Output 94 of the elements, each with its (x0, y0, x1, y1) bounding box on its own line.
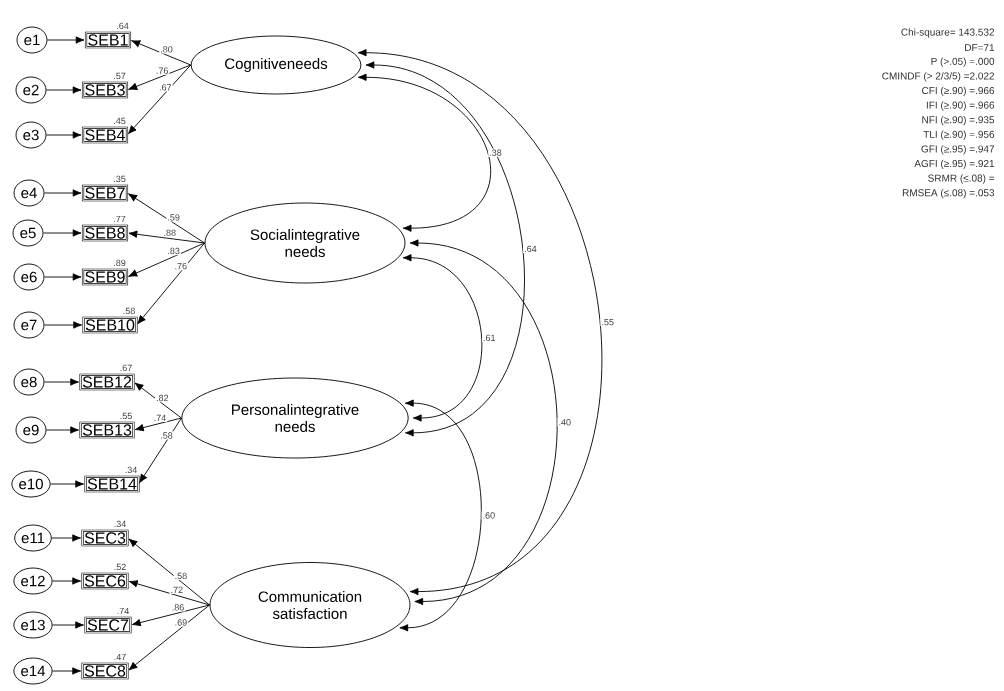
correlation-arrow (357, 49, 602, 596)
loading-arrow (134, 417, 182, 432)
fit-statistic: NFI (≥.90) =.935 (922, 115, 995, 126)
edge-label: .38 (488, 148, 503, 157)
fit-statistic: CMINDF (> 2/3/5) =2.022 (882, 72, 995, 82)
observed-box: SEB1 (84, 31, 132, 49)
loading-arrow (128, 193, 205, 244)
observed-box: SEC8 (81, 662, 129, 680)
correlation-arrow (402, 254, 483, 422)
fit-statistic: IFI (≥.90) =.966 (926, 101, 995, 111)
error-arrow (52, 577, 81, 585)
error-arrow (43, 229, 82, 237)
observed-box: SEB7 (81, 184, 129, 202)
edge-label: .69 (173, 618, 189, 627)
loading-arrow (131, 604, 210, 627)
edge-label: .59 (166, 213, 181, 222)
error-arrow (46, 426, 79, 434)
error-arrow (44, 321, 82, 329)
error-arrow (52, 667, 81, 675)
error-arrow (51, 534, 81, 542)
loading-arrow (131, 40, 192, 66)
r-squared-label: .47 (114, 653, 126, 661)
observed-box: SEC3 (81, 529, 129, 547)
loading-arrow (134, 382, 182, 419)
fit-statistic: SRMR (≤.08) = (928, 174, 995, 184)
observed-box: SEB8 (81, 224, 129, 242)
edge-label: .86 (170, 603, 186, 612)
loading-arrow (139, 417, 182, 483)
loading-arrow (128, 230, 205, 244)
correlation-arrow (409, 239, 558, 606)
correlation-arrow (357, 73, 492, 232)
edge-label: .67 (158, 83, 173, 92)
loading-arrow (128, 64, 192, 135)
observed-box: SEB4 (81, 126, 129, 144)
edge-label: .88 (162, 228, 177, 238)
observed-box: SEB10 (82, 316, 138, 334)
error-arrow (44, 273, 82, 281)
fit-statistic: Chi-square= 143.532 (901, 28, 995, 38)
observed-box: SEB14 (84, 475, 140, 493)
r-squared-label: .34 (125, 466, 137, 474)
edge-label: .55 (600, 318, 615, 327)
fit-statistic: TLI (≥.90) =.956 (923, 130, 995, 140)
fit-statistic: DF=71 (965, 44, 995, 52)
fit-statistic: AGFI (≥.95) =.921 (914, 159, 995, 170)
fit-statistic: RMSEA (≤.08) =.053 (902, 188, 995, 199)
r-squared-label: .74 (117, 607, 129, 615)
r-squared-label: .67 (120, 364, 132, 372)
r-squared-label: .34 (114, 520, 126, 528)
correlation-arrow (399, 399, 482, 632)
fit-statistic: GFI (≥.95) =.947 (921, 145, 995, 155)
edge-label: .76 (173, 261, 189, 271)
observed-box: SEB13 (79, 421, 135, 439)
error-arrow (44, 189, 82, 197)
r-squared-label: .58 (123, 307, 135, 315)
r-squared-label: .57 (114, 72, 126, 80)
loading-arrow (128, 64, 192, 90)
edge-label: .80 (159, 45, 174, 54)
fit-statistic: P (>.05) =.000 (931, 57, 995, 67)
edge-label: .72 (169, 585, 185, 594)
r-squared-label: .52 (114, 563, 126, 571)
edge-label: .64 (523, 244, 538, 254)
r-squared-label: .89 (114, 259, 126, 267)
loading-arrow (128, 242, 205, 277)
observed-box: SEB12 (79, 373, 135, 391)
edge-label: .58 (173, 571, 189, 581)
loading-arrow (128, 580, 210, 606)
error-arrow (44, 378, 79, 386)
loading-arrow (137, 242, 205, 325)
edge-label: .76 (154, 66, 170, 75)
r-squared-label: .64 (117, 22, 129, 30)
error-arrow (47, 36, 85, 44)
observed-box: SEB9 (81, 268, 129, 286)
r-squared-label: .55 (120, 412, 132, 420)
observed-box: SEC7 (84, 616, 132, 634)
edge-label: .60 (481, 511, 497, 520)
edge-label: .61 (482, 333, 497, 343)
edge-label: .82 (155, 393, 170, 403)
correlation-arrow (365, 61, 525, 437)
error-arrow (46, 86, 82, 94)
error-arrow (50, 480, 84, 488)
r-squared-label: .35 (114, 175, 126, 183)
error-arrow (46, 131, 82, 139)
observed-box: SEB3 (81, 81, 129, 99)
r-squared-label: .77 (114, 215, 126, 223)
loading-arrow (128, 538, 210, 606)
edge-label: .58 (159, 431, 174, 440)
edge-label: .74 (152, 413, 168, 422)
error-arrow (52, 621, 84, 629)
loading-arrow (128, 604, 210, 671)
r-squared-label: .45 (114, 117, 126, 125)
edge-label: .40 (557, 418, 572, 427)
edge-label: .83 (166, 246, 181, 256)
fit-statistic: CFI (≥.90) =.966 (922, 86, 995, 97)
observed-box: SEC6 (81, 572, 129, 590)
